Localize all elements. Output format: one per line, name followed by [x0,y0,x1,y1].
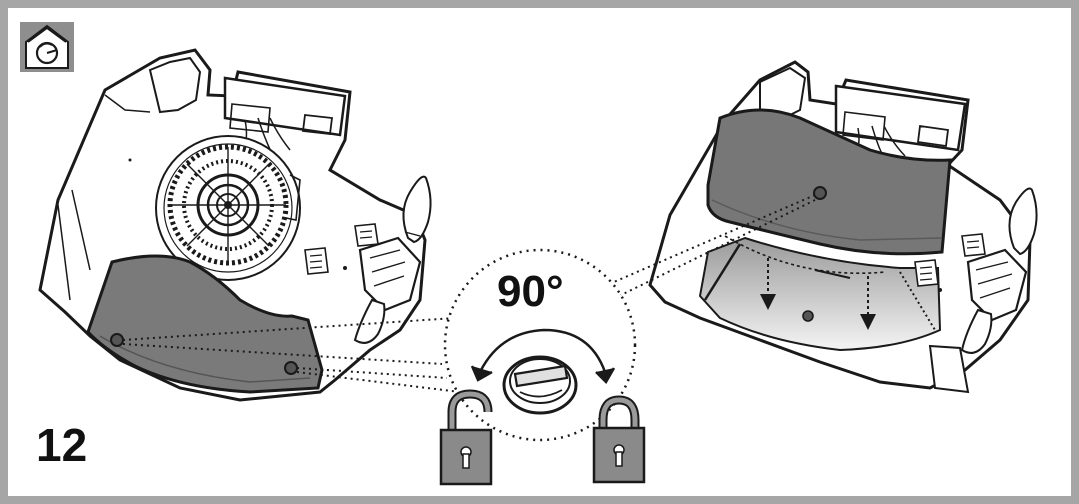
extraction-mode-icon [20,22,74,72]
rotation-angle-label: 90° [497,267,564,316]
rotary-lock-knob-icon [502,355,578,415]
step-number: 12 [36,419,88,471]
rotation-arrow-icon [470,328,616,385]
dotted-leader-lines [122,194,816,393]
filter-panel-left [86,254,324,394]
filter-panel-right [706,108,952,256]
locked-padlock-icon [592,395,646,484]
detail-callout-circle [443,248,637,442]
unlocked-padlock-icon [439,389,493,486]
